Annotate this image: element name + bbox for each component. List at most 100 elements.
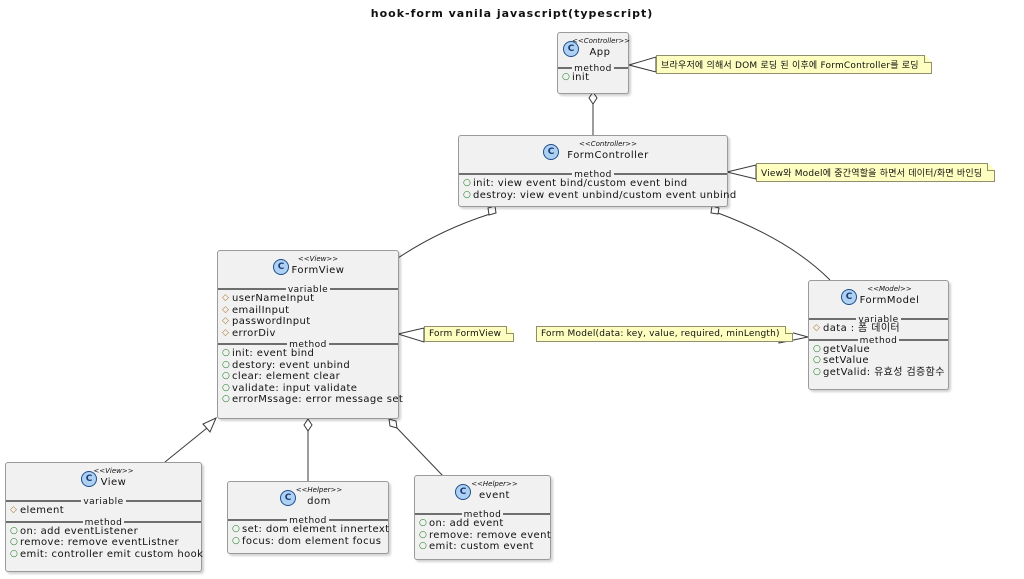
public-marker-icon: ○ — [10, 525, 19, 536]
public-marker-icon: ○ — [232, 524, 241, 534]
class-icon: C — [543, 144, 559, 160]
note-app: 브라우저에 의해서 DOM 로딩 된 이후에 FormController를 로… — [656, 55, 932, 74]
note-text: View와 Model에 중간역할을 하면서 데이터/화면 바인딩 — [761, 169, 983, 179]
class-header: C <<Model>> FormModel — [809, 281, 948, 311]
public-marker-icon: ○ — [10, 537, 19, 547]
public-marker-icon: ○ — [10, 548, 19, 559]
class-header: C <<View>> View — [6, 463, 201, 493]
class-icon: C — [563, 41, 579, 57]
variable-separator: variable — [218, 284, 398, 295]
method-row: ○emit: controller emit custom hook — [10, 548, 204, 560]
class-formcontroller: C <<Controller>> FormController method ○… — [458, 135, 737, 207]
class-formmodel: C <<Model>> FormModel variable ◇data : 폼… — [808, 280, 949, 390]
class-stereotype: <<View>> — [297, 255, 339, 263]
method-row: ○init: event bind — [222, 348, 315, 359]
method-row: ○setValue — [813, 355, 869, 366]
method-row: ○init — [562, 72, 590, 83]
public-marker-icon: ○ — [222, 371, 231, 381]
note-formmodel: Form Model(data: key, value, required, m… — [536, 326, 793, 342]
protected-marker-icon: ◇ — [222, 327, 230, 338]
class-name: FormModel — [859, 295, 920, 306]
class-name: View — [100, 477, 127, 488]
class-icon: C — [81, 471, 97, 487]
class-stereotype: <<View>> — [93, 467, 134, 475]
class-icon: C — [273, 259, 289, 275]
class-header: C <<Helper>> dom — [228, 482, 388, 512]
method-row: ○on: add eventListener — [10, 525, 139, 537]
formcontroller-formview-link — [397, 213, 491, 259]
public-marker-icon: ○ — [419, 529, 428, 540]
note-text: Form Model(data: key, value, required, m… — [541, 329, 780, 339]
note-formcontroller: View와 Model에 중간역할을 하면서 데이터/화면 바인딩 — [756, 163, 996, 182]
class-stereotype: <<Controller>> — [578, 140, 638, 148]
method-row: ○on: add event — [419, 518, 504, 529]
inheritance-triangle — [202, 417, 217, 433]
method-row: ○getValue — [813, 343, 871, 355]
method-separator: method — [415, 509, 550, 520]
public-marker-icon: ○ — [222, 359, 231, 370]
method-row: ○focus: dom element focus — [232, 535, 382, 547]
method-row: ○remove: remove event — [419, 529, 552, 541]
public-marker-icon: ○ — [562, 72, 571, 82]
class-view: C <<View>> View variable ◇element method… — [5, 462, 204, 572]
note-fold-icon — [923, 55, 932, 63]
method-row: ○emit: custom event — [419, 541, 534, 552]
method-row: ○errorMssage: error message set — [222, 394, 404, 405]
class-header: C <<Controller>> App — [558, 33, 631, 63]
method-separator: method — [218, 339, 398, 350]
formview-dom-diamond — [303, 418, 313, 432]
protected-marker-icon: ◇ — [222, 293, 230, 303]
class-stereotype: <<Helper>> — [471, 480, 518, 488]
formview-view-inheritance-link — [164, 427, 208, 463]
class-formview: C <<View>> FormView variable ◇userNameIn… — [217, 250, 404, 419]
class-header: C <<Controller>> FormController — [459, 136, 727, 166]
method-row: ○destroy: view event unbind/custom event… — [463, 189, 737, 201]
class-header: C <<Helper>> event — [415, 476, 550, 506]
variable-row: ◇emailInput — [222, 304, 290, 316]
method-separator: method — [6, 517, 201, 528]
method-row: ○destory: event unbind — [222, 359, 351, 371]
class-icon: C — [455, 484, 471, 500]
class-name: App — [589, 47, 611, 58]
note-text: Form FormView — [429, 329, 502, 339]
formcontroller-formmodel-link — [717, 212, 831, 281]
method-row: ○set: dom element innertext — [232, 524, 390, 535]
note-fold-icon — [784, 326, 793, 334]
variable-separator: variable — [6, 496, 201, 507]
formcontroller-note-connector — [726, 164, 757, 180]
class-stereotype: <<Controller>> — [572, 37, 631, 45]
public-marker-icon: ○ — [232, 535, 241, 546]
public-marker-icon: ○ — [463, 189, 472, 200]
method-row: ○validate: input validate — [222, 382, 358, 394]
protected-marker-icon: ◇ — [222, 304, 230, 315]
public-marker-icon: ○ — [419, 541, 428, 551]
variable-row: ◇element — [10, 505, 65, 516]
formview-note-connector — [397, 327, 425, 343]
class-dom: C <<Helper>> dom method ○set: dom elemen… — [227, 481, 389, 554]
variable-row: ◇data : 폼 데이터 — [813, 323, 901, 334]
method-row: ○getValid: 유효성 검증함수 — [813, 366, 945, 378]
method-separator: method — [558, 63, 628, 74]
formview-event-link — [396, 427, 444, 477]
method-row: ○init: view event bind/custom event bind — [463, 178, 688, 189]
public-marker-icon: ○ — [463, 178, 472, 188]
note-fold-icon — [506, 326, 515, 334]
class-stereotype: <<Model>> — [867, 285, 912, 293]
protected-marker-icon: ◇ — [813, 323, 821, 333]
note-formview: Form FormView — [424, 326, 515, 342]
public-marker-icon: ○ — [222, 394, 231, 404]
public-marker-icon: ○ — [419, 518, 428, 528]
protected-marker-icon: ◇ — [10, 505, 18, 515]
formcontroller-formmodel-diamond — [710, 205, 720, 215]
public-marker-icon: ○ — [222, 382, 231, 393]
public-marker-icon: ○ — [813, 355, 822, 365]
note-fold-icon — [987, 163, 996, 171]
class-app: C <<Controller>> App method ○init — [557, 32, 631, 94]
class-name: FormController — [567, 150, 649, 161]
formcontroller-formview-diamond — [487, 205, 497, 216]
class-header: C <<View>> FormView — [218, 251, 398, 281]
method-separator: method — [809, 335, 948, 346]
method-row: ○clear: element clear — [222, 371, 341, 382]
public-marker-icon: ○ — [813, 343, 822, 354]
class-name: event — [479, 490, 510, 501]
